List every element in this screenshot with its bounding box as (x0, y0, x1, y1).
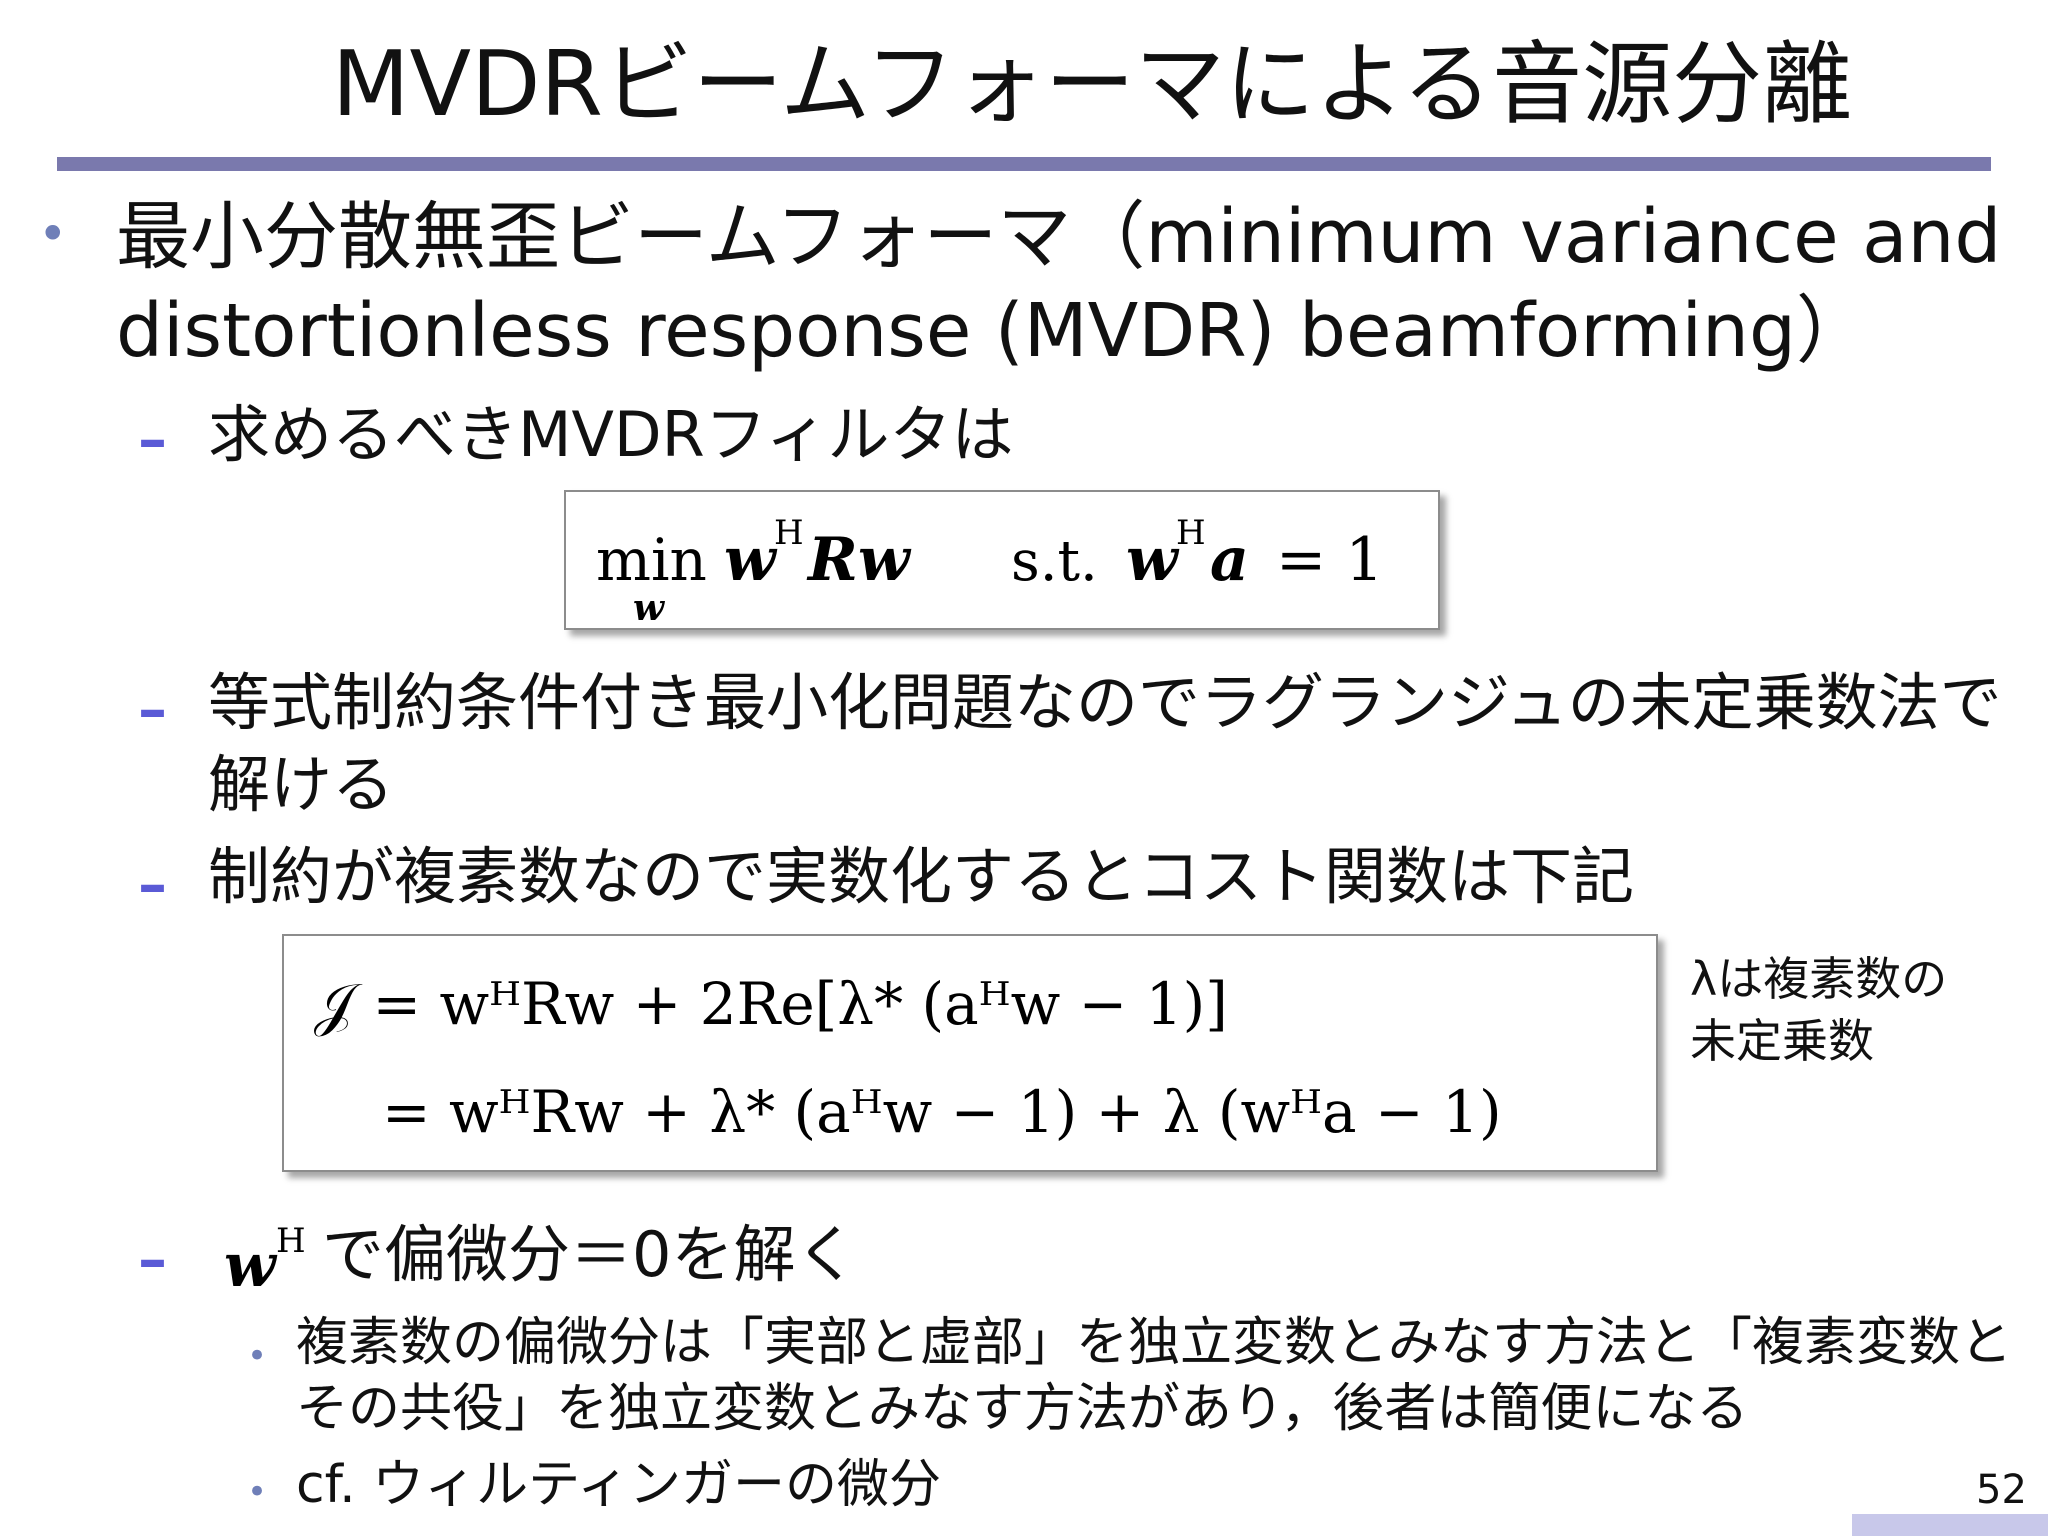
bullet-dot-icon: • (38, 205, 68, 263)
equation-cost-svg: 𝒥 = wᴴRw + 2Re[λ* (aᴴw − 1)] = wᴴRw + λ*… (314, 970, 1502, 1146)
equation-box-cost: 𝒥 = wᴴRw + 2Re[λ* (aᴴw − 1)] = wᴴRw + λ*… (282, 934, 1658, 1172)
bullet-main-text: 最小分散無歪ビームフォーマ（minimum variance and disto… (116, 194, 2002, 374)
eq-w3: w (1126, 525, 1180, 595)
subsub-bullet-wirtinger-note: 複素数の偏微分は「実部と虚部」を独立変数とみなす方法と「複素変数とその共役」を独… (296, 1313, 2013, 1439)
sub-bullet-cost: 制約が複素数なので実数化するとコスト関数は下記 (208, 840, 1635, 913)
partial-sup-h: H (276, 1221, 306, 1261)
eq-w: w (724, 525, 778, 595)
sub-bullet-partial: で偏微分＝0を解く (322, 1218, 858, 1291)
eq-st: s.t. (1011, 529, 1098, 594)
lambda-note-line1: λは複素数の (1690, 952, 1948, 1006)
dash-icon: – (138, 850, 167, 918)
eq-r: R (806, 525, 858, 595)
lambda-note: λは複素数の 未定乗数 (1690, 948, 1947, 1072)
sub-bullet-filter: 求めるべきMVDRフィルタは (208, 398, 1014, 471)
corner-accent-bar (1852, 1514, 2048, 1536)
page-number: 52 (1976, 1467, 2027, 1513)
dash-icon: – (138, 405, 167, 473)
lambda-note-line2: 未定乗数 (1690, 1014, 1874, 1068)
eq-equals-one: = 1 (1276, 525, 1384, 595)
equation-box-mvdr: min w w H R w s.t. w H a = 1 (564, 490, 1440, 630)
dash-icon: – (138, 1225, 167, 1293)
partial-w: w (224, 1231, 278, 1298)
partial-w-math: w H (218, 1208, 328, 1302)
equation-mvdr-svg: min w w H R w s.t. w H a = 1 (596, 513, 1384, 629)
partial-w-svg: w H (224, 1221, 306, 1301)
dash-icon: – (138, 675, 167, 743)
eq-cost-line2: = wᴴRw + λ* (aᴴw − 1) + λ (wᴴa − 1) (382, 1078, 1502, 1146)
small-bullet-icon: • (247, 1336, 268, 1376)
title-underline (57, 157, 1991, 171)
eq-sup-h: H (774, 513, 804, 553)
eq-a: a (1210, 525, 1249, 595)
eq-cost-line1: 𝒥 = wᴴRw + 2Re[λ* (aᴴw − 1)] (314, 970, 1228, 1038)
slide-title: MVDRビームフォーマによる音源分離 (331, 32, 1853, 137)
eq-sup-h2: H (1176, 513, 1206, 553)
eq-w2: w (858, 525, 912, 595)
eq-min: min (596, 526, 707, 594)
subsub-bullet-cf: cf. ウィルティンガーの微分 (296, 1455, 942, 1515)
small-bullet-icon: • (247, 1472, 268, 1512)
eq-min-subscript: w (633, 587, 666, 628)
sub-bullet-lagrange: 等式制約条件付き最小化問題なのでラグランジュの未定乗数法で解ける (208, 666, 2002, 821)
